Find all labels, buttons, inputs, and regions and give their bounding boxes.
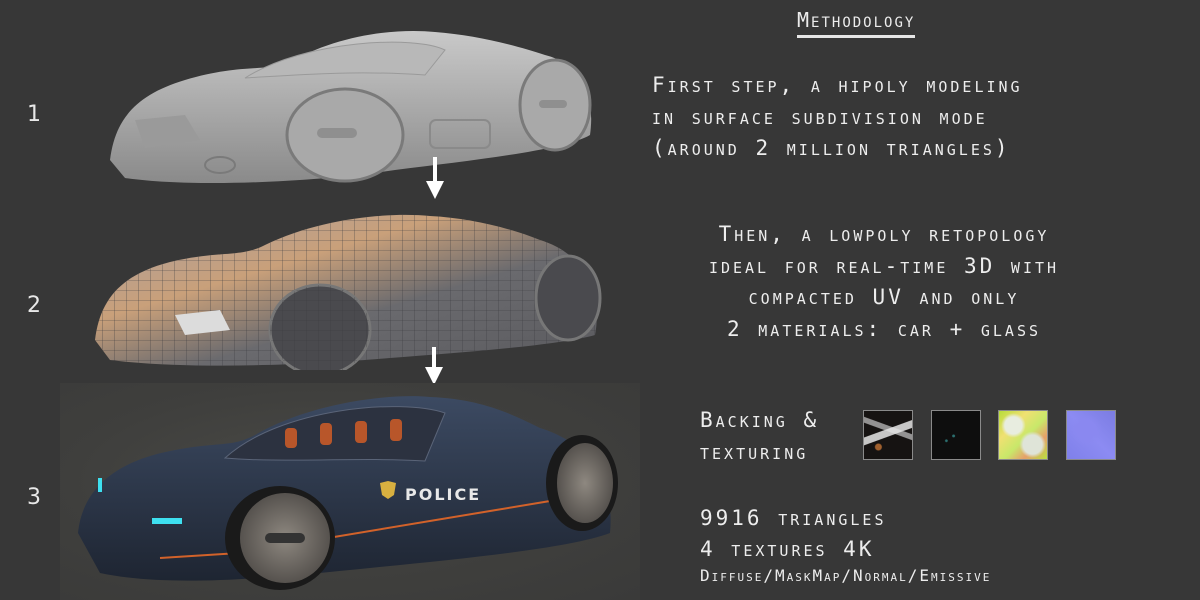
diffuse-map-thumbnail: [863, 410, 913, 460]
step1-description: First step, a hipoly modeling in surface…: [652, 73, 1023, 160]
down-arrow-icon: [424, 347, 444, 385]
down-arrow-icon: [425, 157, 445, 199]
hipoly-car-render: [110, 30, 592, 184]
step-number-2: 2: [27, 293, 41, 318]
police-decal: POLICE: [405, 485, 481, 504]
step-number-3: 3: [27, 485, 41, 510]
normal-map-thumbnail: [1066, 410, 1116, 460]
stats: 9916 triangles 4 textures 4K: [700, 503, 887, 565]
step3-label: Backing & texturing: [700, 408, 820, 464]
texture-count: 4 textures 4K: [700, 537, 875, 561]
step2-description: Then, a lowpoly retopology ideal for rea…: [708, 222, 1060, 341]
page-title: Methodology: [797, 8, 916, 38]
textured-police-car-render: POLICE: [78, 396, 618, 590]
texture-types: Diffuse/MaskMap/Normal/Emissive: [700, 566, 992, 585]
step-number-1: 1: [27, 102, 41, 127]
emissive-map-thumbnail: [931, 410, 981, 460]
lowpoly-wireframe-render: [95, 214, 602, 370]
maskmap-thumbnail: [998, 410, 1048, 460]
triangle-count: 9916 triangles: [700, 506, 887, 530]
